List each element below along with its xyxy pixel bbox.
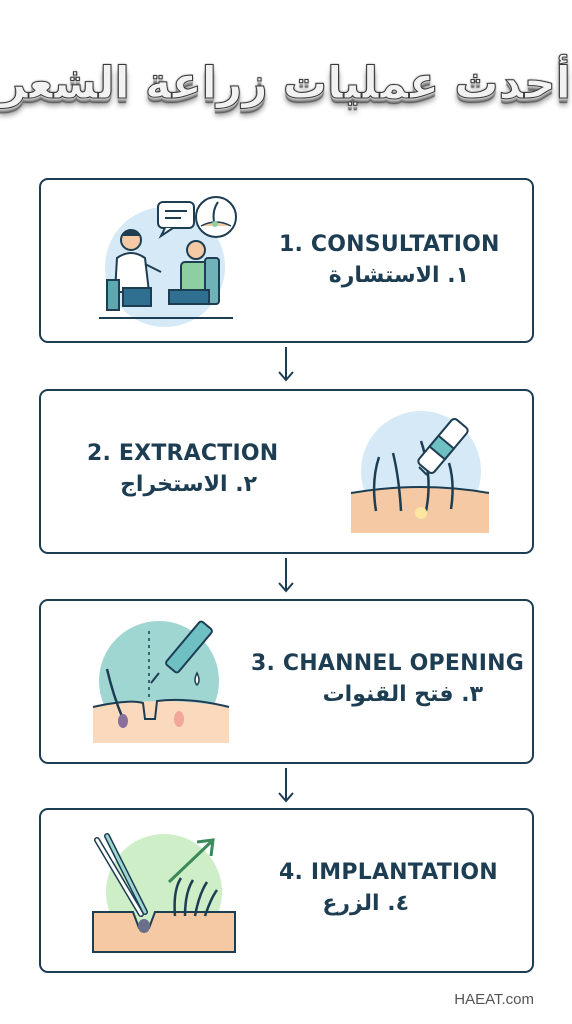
step-1-title-en: 1. CONSULTATION [279,232,500,257]
step-card-channel-opening: 3. CHANNEL OPENING ٣. فتح القنوات [39,599,534,764]
footer-site-label: HAEAT.com [454,991,534,1008]
step-2-title-ar: ٢. الاستخراج [120,472,257,497]
arrow-down-icon [278,768,294,803]
step-2-title-en: 2. EXTRACTION [87,441,279,466]
step-card-extraction: 2. EXTRACTION ٢. الاستخراج [39,389,534,554]
step-4-title-ar: ٤. الزرع [322,891,409,916]
channel-opening-illustration [92,620,230,743]
step-1-title-ar: ١. الاستشارة [328,263,469,288]
step-3-title-ar: ٣. فتح القنوات [322,682,483,707]
page-title: أحدث عمليات زراعة الشعر [1,58,572,110]
step-card-implantation: 4. IMPLANTATION ٤. الزرع [39,808,534,973]
step-4-title-en: 4. IMPLANTATION [279,860,498,885]
step-3-title-en: 3. CHANNEL OPENING [251,651,524,676]
step-card-consultation: 1. CONSULTATION ١. الاستشارة [39,178,534,343]
consultation-illustration [99,196,237,327]
implantation-illustration [92,833,236,953]
extraction-illustration [350,411,490,533]
arrow-down-icon [278,558,294,593]
arrow-down-icon [278,347,294,382]
